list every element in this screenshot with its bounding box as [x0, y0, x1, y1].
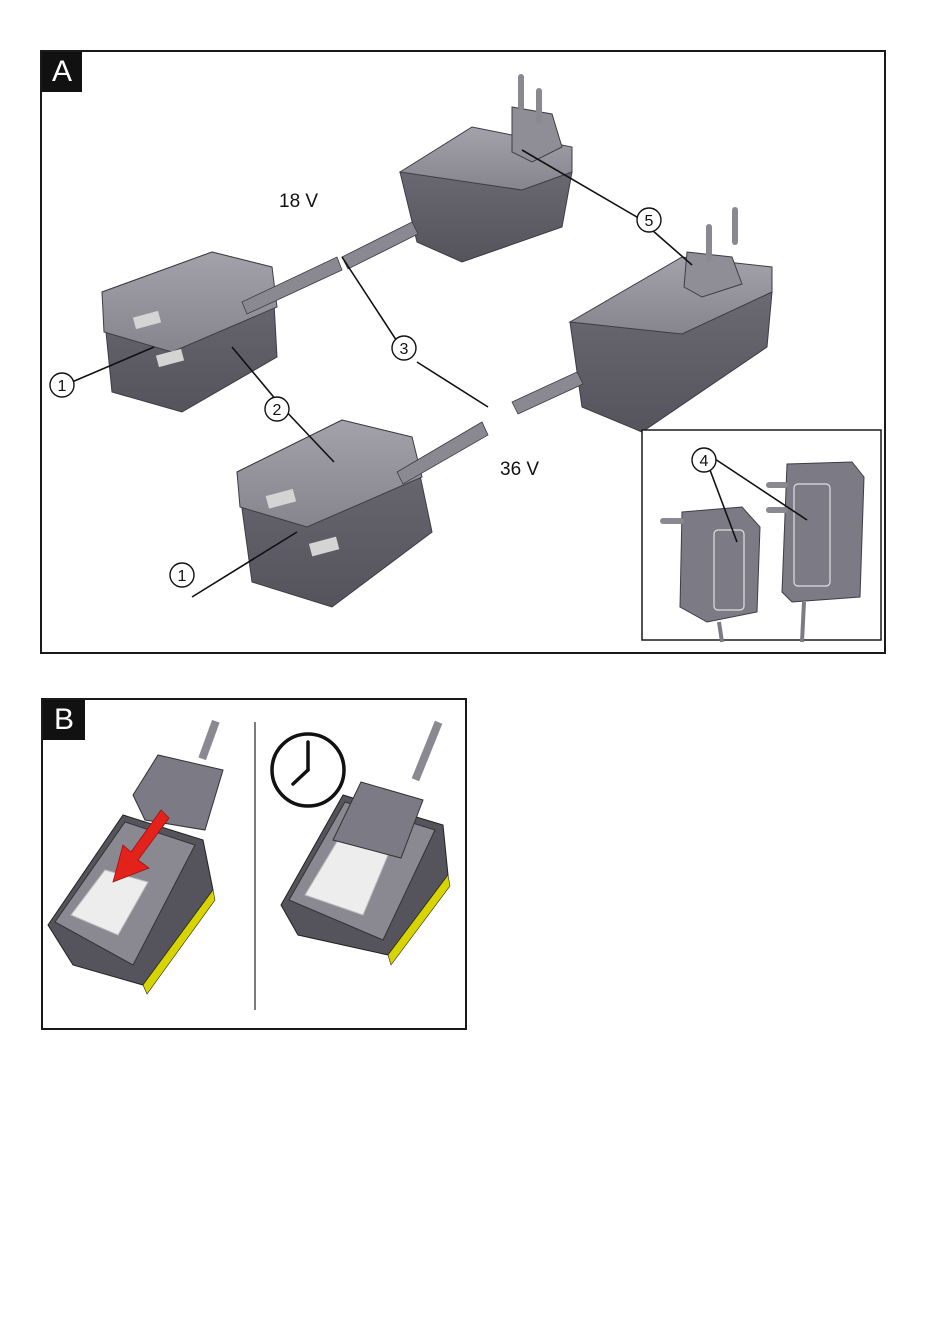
battery-left	[48, 815, 215, 994]
svg-text:5: 5	[645, 213, 654, 230]
callout-2: 2	[265, 397, 289, 421]
charger-18v	[342, 74, 572, 269]
svg-text:3: 3	[400, 341, 409, 358]
voltage-label-36v: 36 V	[500, 459, 539, 480]
clock-icon	[272, 734, 344, 806]
svg-text:1: 1	[178, 568, 187, 585]
charger-36v	[512, 207, 772, 432]
figure-panel-a: A	[40, 50, 886, 654]
panel-a-illustration: 1 1 2 3 4 5 18 V 36 V	[42, 52, 884, 652]
inset-plug-variants	[642, 430, 881, 642]
figure-panel-b: B	[41, 698, 467, 1030]
callout-5: 5	[637, 208, 661, 232]
svg-text:4: 4	[700, 453, 709, 470]
voltage-label-18v: 18 V	[279, 191, 318, 212]
callout-1-upper: 1	[50, 373, 74, 397]
callout-4: 4	[692, 448, 716, 472]
battery-adapter-lower	[237, 420, 488, 607]
battery-adapter-upper	[102, 252, 342, 412]
callout-3: 3	[392, 336, 416, 360]
callout-1-lower: 1	[170, 563, 194, 587]
svg-text:1: 1	[58, 378, 67, 395]
adapter-left	[133, 720, 223, 830]
svg-text:2: 2	[273, 402, 282, 419]
panel-b-illustration	[43, 700, 465, 1028]
